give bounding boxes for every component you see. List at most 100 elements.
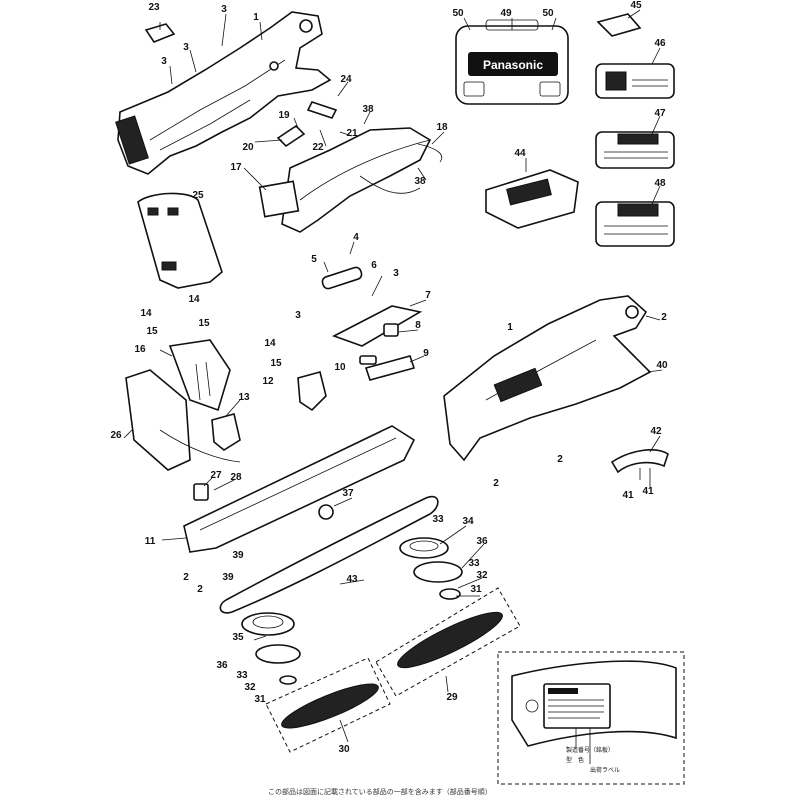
part-label-26: 26 <box>110 430 122 441</box>
part-label-6: 6 <box>371 260 377 271</box>
part-label-31a: 31 <box>470 584 482 595</box>
housing-upper <box>115 11 332 175</box>
part-label-7: 7 <box>425 290 431 301</box>
part-label-15c: 15 <box>270 358 282 369</box>
part-label-36a: 36 <box>476 536 488 547</box>
part-label-10: 10 <box>334 362 346 373</box>
part-label-2a: 2 <box>661 312 667 323</box>
part-label-32a: 32 <box>476 570 488 581</box>
belt-43 <box>219 495 439 614</box>
part-label-1b: 1 <box>507 322 513 333</box>
part-label-24: 24 <box>340 74 352 85</box>
part-label-32b: 32 <box>244 682 256 693</box>
inset-label-serial: 製造番号（銘板） <box>566 746 614 754</box>
part-label-5: 5 <box>311 254 317 265</box>
part-label-33b: 33 <box>468 558 480 569</box>
part-label-3c: 3 <box>161 56 167 67</box>
nameplate-inset: 製造番号（銘板） 型 色 出荷ラベル <box>497 651 685 785</box>
part-label-2d: 2 <box>197 584 203 595</box>
part-label-34: 34 <box>462 516 474 527</box>
part-label-47: 47 <box>654 108 666 119</box>
part-label-49: 49 <box>500 8 512 19</box>
part-label-18: 18 <box>436 122 448 133</box>
part-label-41b: 41 <box>642 486 654 497</box>
part-label-38b: 38 <box>414 176 426 187</box>
battery-cover-45 <box>596 13 642 37</box>
part-label-30: 30 <box>338 744 350 755</box>
footer-note: この部品は図面に記載されている部品の一部を含みます（部品番号順） <box>268 788 492 796</box>
part-label-37: 37 <box>342 488 354 499</box>
brand-text: Panasonic <box>483 58 543 72</box>
part-label-22: 22 <box>312 142 324 153</box>
part-label-46: 46 <box>654 38 666 49</box>
part-label-3e: 3 <box>295 310 301 321</box>
pulley-right <box>399 537 463 600</box>
part-label-11: 11 <box>145 536 156 547</box>
part-label-29: 29 <box>446 692 458 703</box>
bracket-42 <box>610 449 669 474</box>
part-label-3d: 3 <box>393 268 399 279</box>
part-label-43: 43 <box>346 574 358 585</box>
part-label-33a: 33 <box>432 514 444 525</box>
part-label-3b: 3 <box>183 42 189 53</box>
part-label-50b: 50 <box>542 8 554 19</box>
part-label-25: 25 <box>192 190 204 201</box>
part-label-21: 21 <box>346 128 358 139</box>
part-label-3a: 3 <box>221 4 227 15</box>
blade-30 <box>265 657 391 753</box>
part-label-33c: 33 <box>236 670 248 681</box>
part-label-42: 42 <box>650 426 662 437</box>
part-label-23: 23 <box>148 2 160 13</box>
part-label-44: 44 <box>514 148 526 159</box>
part-label-35: 35 <box>232 632 244 643</box>
part-label-27: 27 <box>210 470 222 481</box>
cover-25 <box>137 192 223 289</box>
part-label-2e: 2 <box>557 454 563 465</box>
part-label-39b: 39 <box>222 572 234 583</box>
part-label-36b: 36 <box>216 660 228 671</box>
part-label-14b: 14 <box>188 294 200 305</box>
part-label-14a: 14 <box>140 308 152 319</box>
part-label-13: 13 <box>238 392 250 403</box>
part-label-31b: 31 <box>254 694 266 705</box>
part-label-8: 8 <box>415 320 421 331</box>
battery-48 <box>595 201 675 247</box>
base-plate-11 <box>183 425 416 553</box>
pulley-left <box>241 612 301 685</box>
part-label-19: 19 <box>278 110 290 121</box>
carry-case: Panasonic <box>455 19 569 105</box>
part-label-2b: 2 <box>183 572 189 583</box>
part-label-9: 9 <box>423 348 429 359</box>
battery-46 <box>595 63 675 99</box>
part-label-45: 45 <box>630 0 642 11</box>
inset-label-color: 色 <box>578 756 584 764</box>
part-label-12: 12 <box>262 376 274 387</box>
part-label-28: 28 <box>230 472 242 483</box>
part-label-50a: 50 <box>452 8 464 19</box>
part-label-48: 48 <box>654 178 666 189</box>
leader-lines <box>123 9 663 743</box>
part-label-15b: 15 <box>198 318 210 329</box>
part-label-38a: 38 <box>362 104 374 115</box>
middle-parts <box>125 266 423 501</box>
inset-label-model: 型 <box>566 756 572 764</box>
part-label-2c: 2 <box>493 478 499 489</box>
inset-label-shipping: 出荷ラベル <box>590 766 620 774</box>
part-label-41a: 41 <box>622 490 634 501</box>
blade-29 <box>375 587 521 697</box>
battery-47 <box>595 131 675 169</box>
part-label-14c: 14 <box>264 338 276 349</box>
part-label-20: 20 <box>242 142 254 153</box>
part-label-4: 4 <box>353 232 359 243</box>
part-label-17: 17 <box>230 162 242 173</box>
part-label-1a: 1 <box>253 12 259 23</box>
part-label-15a: 15 <box>146 326 158 337</box>
part-label-39a: 39 <box>232 550 244 561</box>
housing-lower-1 <box>443 295 652 462</box>
gasket-23 <box>144 23 176 43</box>
part-label-16: 16 <box>134 344 146 355</box>
charger-44 <box>485 169 579 229</box>
trigger-harness <box>258 101 443 233</box>
